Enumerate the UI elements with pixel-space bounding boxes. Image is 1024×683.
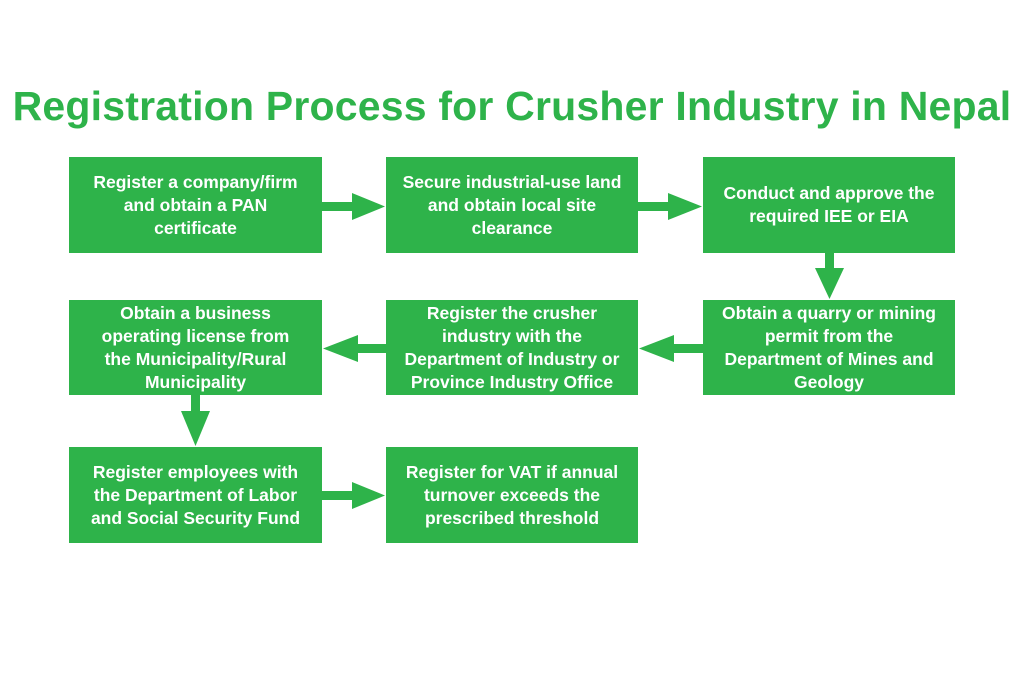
arrow-down-icon bbox=[815, 253, 844, 299]
step-4-label: Obtain a quarry or mining permit from th… bbox=[722, 302, 936, 392]
step-4-box: Obtain a quarry or mining permit from th… bbox=[703, 300, 955, 395]
step-6-box: Obtain a business operating license from… bbox=[69, 300, 322, 395]
step-2-label: Secure industrial-use land and obtain lo… bbox=[402, 171, 622, 238]
step-3-label: Conduct and approve the required IEE or … bbox=[723, 183, 935, 226]
arrow-right-icon bbox=[322, 193, 385, 220]
step-1-label: Register a company/firm and obtain a PAN… bbox=[93, 171, 298, 238]
step-8-label: Register for VAT if annual turnover exce… bbox=[405, 461, 619, 528]
page-title: Registration Process for Crusher Industr… bbox=[12, 83, 1012, 129]
step-3-box: Conduct and approve the required IEE or … bbox=[703, 157, 955, 253]
step-7-label: Register employees with the Department o… bbox=[90, 461, 301, 528]
arrow-left-icon bbox=[323, 335, 386, 362]
step-7-box: Register employees with the Department o… bbox=[69, 447, 322, 543]
arrow-right-icon bbox=[322, 482, 385, 509]
step-5-label: Register the crusher industry with the D… bbox=[404, 302, 620, 392]
step-8-box: Register for VAT if annual turnover exce… bbox=[386, 447, 638, 543]
arrow-right-icon bbox=[638, 193, 702, 220]
arrow-down-icon bbox=[181, 395, 210, 446]
step-5-box: Register the crusher industry with the D… bbox=[386, 300, 638, 395]
arrow-left-icon bbox=[639, 335, 703, 362]
step-6-label: Obtain a business operating license from… bbox=[101, 302, 290, 392]
step-2-box: Secure industrial-use land and obtain lo… bbox=[386, 157, 638, 253]
step-1-box: Register a company/firm and obtain a PAN… bbox=[69, 157, 322, 253]
